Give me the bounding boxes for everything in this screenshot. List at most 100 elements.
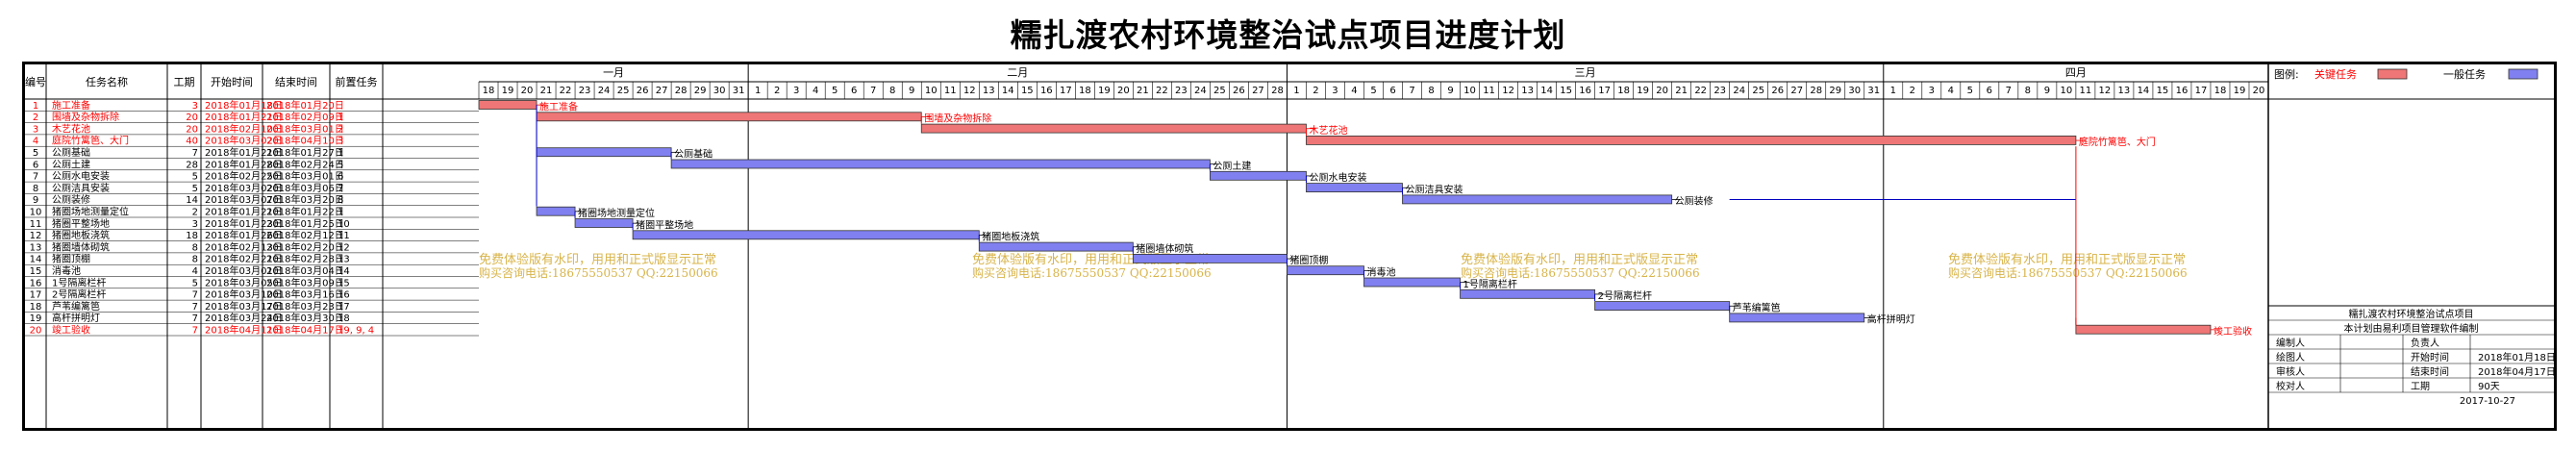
day-label: 26 (637, 86, 649, 96)
task-end: 2018年01月25日 (266, 217, 344, 230)
task-end: 2018年03月01日 (266, 122, 344, 135)
header-duration: 工期 (174, 76, 195, 88)
task-name: 芦苇编篱笆 (52, 300, 100, 313)
task-bar-label: 猪圈顶棚 (1289, 254, 1328, 266)
task-pred: 16 (338, 290, 350, 301)
day-label: 6 (1389, 86, 1395, 96)
task-pred: 14 (338, 266, 350, 277)
task-start: 2018年01月21日 (205, 146, 283, 159)
task-name: 公厕洁具安装 (52, 182, 110, 194)
task-bar (536, 112, 922, 122)
task-id: 4 (33, 137, 38, 147)
day-label: 17 (1598, 86, 1611, 96)
day-label: 31 (1867, 86, 1880, 96)
day-label: 19 (1637, 86, 1649, 96)
day-label: 13 (1521, 86, 1534, 96)
day-label: 24 (1733, 86, 1745, 96)
task-bar (478, 100, 538, 110)
task-duration: 7 (192, 326, 198, 337)
task-id: 20 (30, 326, 42, 337)
task-id: 11 (30, 219, 42, 230)
day-label: 8 (1428, 86, 1434, 96)
day-label: 19 (502, 86, 514, 96)
month-label: 三月 (1575, 66, 1596, 79)
day-label: 2 (1313, 86, 1318, 96)
task-id: 3 (33, 124, 38, 135)
task-start: 2018年03月05日 (205, 276, 283, 288)
task-bar (1306, 136, 2077, 145)
task-bar-label: 围墙及杂物拆除 (924, 113, 991, 125)
day-label: 22 (1156, 86, 1168, 96)
day-label: 11 (944, 86, 957, 96)
task-name: 高杆拼明灯 (52, 312, 100, 324)
day-label: 21 (540, 86, 553, 96)
day-label: 5 (1370, 86, 1376, 96)
task-start: 2018年01月26日 (205, 229, 283, 241)
task-bar-label: 猪圈墙体砌筑 (1136, 242, 1193, 255)
task-name: 公厕装修 (52, 193, 90, 206)
task-name: 施工准备 (52, 99, 90, 112)
day-label: 20 (1117, 86, 1130, 96)
task-bar (1460, 288, 1596, 299)
task-bar-label: 公厕洁具安装 (1406, 183, 1463, 195)
task-bar (1132, 253, 1288, 263)
day-label: 23 (1175, 86, 1188, 96)
day-label: 20 (521, 86, 534, 96)
task-start: 2018年02月13日 (205, 240, 283, 253)
task-bar-label: 施工准备 (539, 100, 578, 113)
task-end: 2018年03月09日 (266, 276, 344, 288)
info-cell: 负责人 (2411, 337, 2439, 349)
info-cell: 校对人 (2276, 380, 2305, 392)
task-id: 10 (30, 208, 42, 218)
task-pred: 3 (338, 137, 343, 147)
task-pred: 7 (338, 184, 343, 194)
task-name: 竣工验收 (52, 324, 90, 337)
day-label: 30 (1848, 86, 1861, 96)
day-label: 30 (713, 86, 726, 96)
task-bar-label: 高杆拼明灯 (1867, 313, 1915, 326)
task-bar (574, 218, 634, 228)
task-pred: 8 (338, 195, 343, 206)
task-id: 1 (33, 101, 38, 112)
task-name: 木艺花池 (52, 122, 90, 135)
task-id: 9 (33, 195, 38, 206)
day-label: 15 (2157, 86, 2169, 96)
task-start: 2018年01月23日 (205, 217, 283, 230)
task-pred: 10 (338, 219, 350, 230)
task-id: 13 (30, 242, 42, 253)
task-duration: 3 (192, 219, 198, 230)
task-pred: 15 (338, 278, 350, 288)
day-label: 7 (2006, 86, 2012, 96)
task-start: 2018年03月17日 (205, 300, 283, 313)
day-label: 29 (1829, 86, 1841, 96)
task-end: 2018年03月06日 (266, 182, 344, 194)
task-name: 公厕土建 (52, 158, 90, 170)
day-label: 10 (1463, 86, 1476, 96)
header-name: 任务名称 (86, 75, 128, 88)
day-label: 12 (963, 86, 976, 96)
task-pred: 11 (338, 231, 350, 241)
day-label: 1 (1293, 86, 1299, 96)
task-end: 2018年03月01日 (266, 170, 344, 183)
day-label: 23 (579, 86, 591, 96)
day-label: 16 (1040, 86, 1053, 96)
day-label: 10 (925, 86, 938, 96)
day-label: 9 (909, 86, 914, 96)
day-label: 26 (1771, 86, 1784, 96)
task-pred: 12 (338, 242, 350, 253)
day-label: 1 (755, 86, 761, 96)
task-duration: 5 (192, 278, 198, 288)
task-bar (1729, 313, 1865, 323)
day-label: 7 (1409, 86, 1414, 96)
day-label: 18 (483, 86, 495, 96)
day-label: 22 (560, 86, 572, 96)
day-label: 4 (1948, 86, 1954, 96)
task-end: 2018年03月30日 (266, 312, 344, 324)
task-bar (2075, 324, 2212, 335)
day-label: 15 (1560, 86, 1572, 96)
task-pred: 19, 9, 4 (338, 326, 374, 337)
day-label: 5 (832, 86, 838, 96)
day-label: 20 (2253, 86, 2265, 96)
task-name: 公厕水电安装 (52, 170, 110, 183)
day-label: 13 (2118, 86, 2131, 96)
